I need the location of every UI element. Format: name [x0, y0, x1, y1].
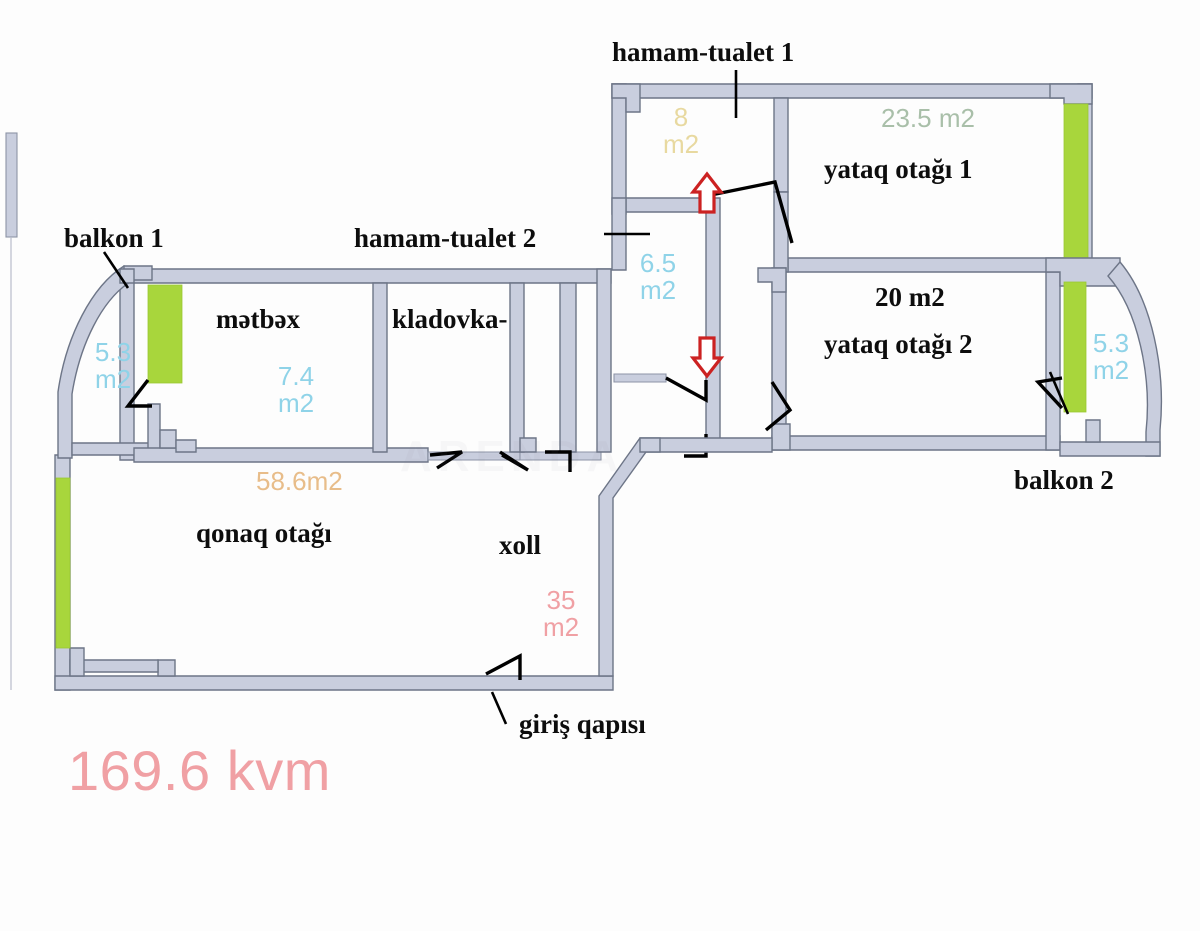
room-label-kladovka: kladovka- [392, 304, 508, 334]
room-label-yataq-otagi-2: yataq otağı 2 [824, 329, 973, 359]
room-label-qonaq-otagi: qonaq otağı [196, 518, 332, 548]
area-xoll: 35 m2 [528, 585, 594, 643]
door-swings-kladovka [429, 450, 572, 472]
wall-hamam-tualet-1 [611, 83, 1093, 271]
window-yataq-otagi-2 [1063, 281, 1087, 413]
area-qonaq-otagi: 58.6m2 [256, 466, 343, 496]
area-value: 6.5 [639, 248, 677, 278]
area-value: 35 [546, 585, 576, 615]
area-yataq-otagi-2: 20 m2 [875, 282, 945, 312]
room-label-balkon-2: balkon 2 [1014, 465, 1114, 495]
area-hamam-tualet-1: 8 m2 [653, 102, 709, 160]
arrow-up-icon [689, 171, 725, 214]
leader-giris-qapisi [490, 691, 508, 725]
area-hamam-tualet-2: 6.5 m2 [623, 248, 693, 306]
area-balkon-2: 5.3 m2 [1082, 328, 1140, 386]
room-label-hamam-tualet-2: hamam-tualet 2 [354, 223, 537, 253]
arrow-down-icon [689, 336, 725, 379]
leader-balkon-1 [102, 251, 130, 289]
area-metbex: 7.4 m2 [258, 361, 334, 419]
edge-fragment [5, 132, 18, 690]
area-unit: m2 [639, 275, 677, 306]
area-value: 5.3 [94, 337, 132, 367]
door-swing-metbex-balkon1 [124, 378, 152, 408]
area-value: 8 [673, 102, 689, 132]
area-unit: m2 [94, 364, 132, 395]
room-label-metbex: mətbəx [216, 304, 300, 334]
area-balkon-1: 5.3 m2 [84, 337, 142, 395]
area-unit: m2 [277, 388, 315, 419]
area-unit: m2 [542, 612, 580, 643]
room-label-hamam-tualet-1: hamam-tualet 1 [612, 37, 795, 67]
balkon-2-structure [1059, 260, 1163, 457]
wall-xoll [519, 437, 773, 677]
circulation-arrows [689, 171, 725, 379]
area-yataq-otagi-1: 23.5 m2 [881, 103, 975, 133]
area-unit: m2 [1092, 355, 1130, 386]
balkon-1-structure [57, 264, 161, 459]
callout-leader-lines [102, 70, 1070, 725]
wall-metbex-kladovka [119, 268, 612, 463]
area-value: 7.4 [277, 361, 315, 391]
total-area-label: 169.6 kvm [68, 739, 331, 802]
window-yataq-otagi-1 [1063, 103, 1089, 260]
room-label-xoll: xoll [499, 530, 542, 560]
room-label-balkon-1: balkon 1 [64, 223, 164, 253]
callout-label-giris-qapisi: giriş qapısı [519, 709, 646, 739]
wall-yataq-otagi-2 [757, 257, 1121, 451]
door-swing-yataq2 [764, 381, 793, 432]
area-unit: m2 [662, 129, 700, 160]
door-swing-yataq1 [705, 180, 794, 244]
wall-corridor-strip [613, 197, 721, 458]
door-swing-entrance [485, 653, 522, 680]
window-qonaq-left [55, 477, 71, 649]
leader-balkon-2 [1048, 371, 1070, 415]
window-balkon-1 [147, 284, 183, 384]
room-label-yataq-otagi-1: yataq otağı 1 [824, 154, 973, 184]
area-value: 5.3 [1092, 328, 1130, 358]
